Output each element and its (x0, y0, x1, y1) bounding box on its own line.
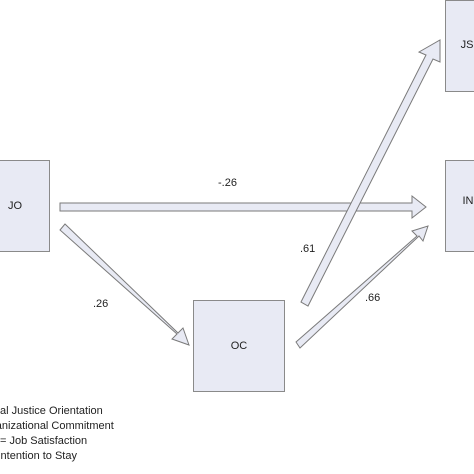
node-oc-label: OC (230, 340, 248, 352)
legend: ocial Justice Orientation rganizational … (0, 404, 114, 464)
node-oc: OC (193, 300, 285, 392)
node-js: JS (445, 0, 474, 92)
arrow-oc-to-js (300, 39, 441, 307)
legend-item-oc: rganizational Commitment (0, 420, 114, 432)
legend-item-js: = Job Satisfaction (0, 435, 88, 447)
arrow-sjo-to-oc (59, 223, 190, 346)
edge-label-oc-js: .61 (300, 243, 316, 255)
node-sjo: JO (0, 160, 50, 252)
edge-label-sjo-its: -.26 (218, 177, 237, 189)
legend-item-its: = Intention to Stay (0, 450, 77, 462)
arrow-oc-to-its (295, 225, 429, 349)
edge-label-oc-its: .66 (365, 292, 381, 304)
node-its-label: IN (462, 195, 474, 207)
node-its: IN (445, 160, 474, 252)
legend-item-sjo: ocial Justice Orientation (0, 405, 103, 417)
arrow-sjo-to-its (59, 194, 427, 220)
node-js-label: JS (460, 39, 474, 51)
node-sjo-label: JO (7, 200, 23, 212)
edge-label-sjo-oc: .26 (93, 298, 109, 310)
